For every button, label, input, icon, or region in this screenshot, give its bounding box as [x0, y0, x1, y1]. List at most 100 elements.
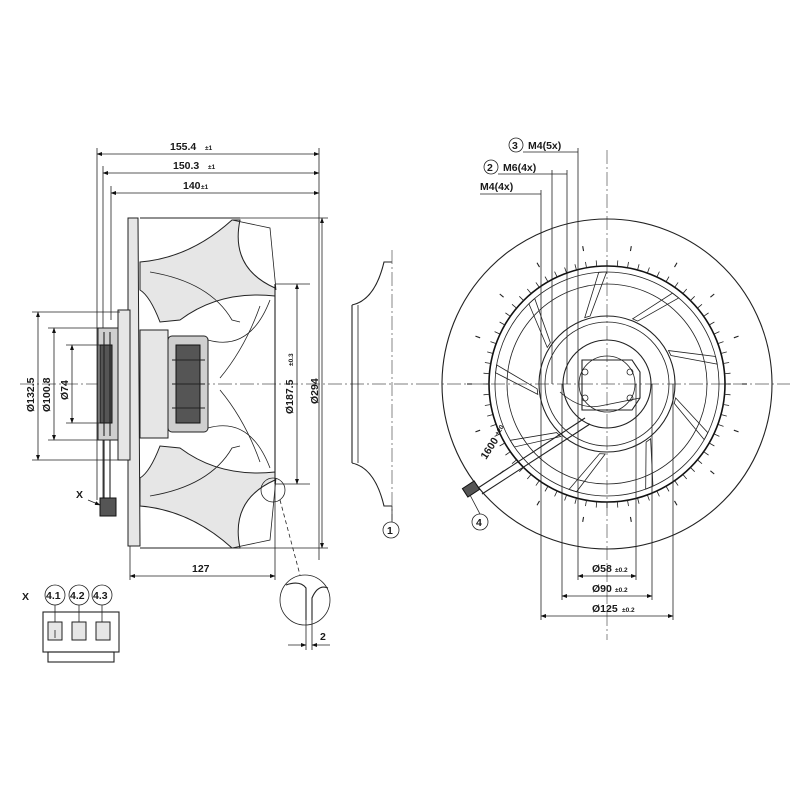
tick-mark: [490, 341, 497, 345]
tick-mark: [616, 501, 619, 508]
dim-2: 2: [320, 631, 326, 643]
svg-text:4.3: 4.3: [93, 590, 108, 602]
tick-mark: [682, 474, 688, 480]
svg-text:Ø294: Ø294: [309, 378, 321, 404]
rim-mark: [536, 500, 540, 506]
svg-text:Ø187.5: Ø187.5: [284, 379, 296, 414]
dim-90: Ø90 ±0.2: [561, 583, 653, 598]
dim-140: 140 ±1: [110, 180, 320, 195]
tick-mark: [616, 260, 619, 267]
callout-4-1: 4.1: [44, 584, 66, 622]
front-blade: [673, 397, 709, 441]
tick-mark: [564, 494, 568, 501]
callout-4-3: 4.3: [91, 584, 113, 622]
dim-100-8: Ø100.8: [41, 327, 56, 441]
svg-text:±1: ±1: [208, 164, 216, 171]
tick-mark: [511, 459, 517, 465]
front-blade: [568, 453, 606, 493]
dim-74: Ø74: [59, 344, 74, 424]
tick-mark: [526, 474, 532, 480]
svg-text:±0.2: ±0.2: [615, 587, 628, 594]
tick-mark: [724, 393, 731, 396]
dim-58: Ø58 ±0.2: [577, 563, 637, 578]
svg-text:4.2: 4.2: [70, 590, 85, 602]
tick-mark: [564, 267, 568, 274]
front-blade: [509, 432, 562, 448]
rim-mark: [475, 335, 481, 339]
tick-mark: [708, 442, 715, 447]
tick-mark: [697, 303, 703, 309]
tick-mark: [717, 423, 724, 427]
thread-m6-4x: M6(4x): [503, 162, 536, 174]
callout-4: 4: [469, 494, 489, 531]
detail-marker: [260, 477, 286, 503]
callout-3: 3 M4(5x): [508, 137, 578, 153]
dim-125: Ø125 ±0.2: [540, 603, 674, 618]
svg-text:Ø74: Ø74: [59, 380, 71, 400]
dim-cable-length: 1600 +20: [478, 424, 505, 462]
tick-mark: [724, 372, 731, 375]
svg-text:1600: 1600: [478, 435, 501, 461]
svg-text:2: 2: [487, 162, 493, 174]
tick-mark: [720, 414, 727, 417]
rim-mark: [710, 470, 715, 475]
connector-detail: X 4.1 4.2 4.3: [22, 584, 120, 663]
tick-mark: [723, 362, 730, 364]
rim-mark: [674, 500, 678, 506]
tick-mark: [519, 296, 524, 301]
tick-mark: [535, 282, 540, 288]
tick-mark: [505, 312, 511, 317]
motor-body: [139, 329, 169, 439]
tick-mark: [574, 264, 577, 271]
impeller-blade-lower: [139, 445, 276, 549]
dim-155-4: 155.4 ±1: [96, 141, 320, 156]
tick-mark: [690, 296, 695, 301]
tick-mark: [674, 282, 679, 288]
tick-mark: [637, 264, 640, 271]
svg-text:4: 4: [476, 517, 482, 529]
tick-mark: [483, 393, 490, 396]
rim-mark: [582, 516, 585, 522]
blade-ticks: [467, 246, 747, 522]
rim-mark: [582, 246, 585, 252]
tick-mark: [484, 404, 491, 406]
tick-mark: [595, 260, 598, 267]
motor-outline: [538, 315, 676, 453]
tick-mark: [574, 497, 577, 504]
svg-text:M4(4x): M4(4x): [480, 181, 513, 193]
motor-flange: [117, 309, 131, 461]
svg-text:4.1: 4.1: [46, 590, 61, 602]
inlet-ring: 1: [351, 250, 400, 539]
tick-mark: [708, 321, 715, 326]
tick-mark: [554, 490, 558, 497]
tick-mark: [682, 288, 688, 294]
tick-mark: [535, 480, 540, 486]
dim-127: 127: [129, 563, 276, 578]
front-view: 1600 +20 4 3 M4(5x) 2 M6(4x) M4(4x): [425, 137, 790, 640]
rim-mark: [674, 262, 678, 268]
tick-mark: [713, 331, 720, 335]
svg-text:Ø132.5: Ø132.5: [25, 377, 37, 412]
motor-hub: [99, 344, 113, 424]
tick-mark: [717, 341, 724, 345]
tick-mark: [526, 288, 532, 294]
tick-mark: [499, 321, 506, 326]
tick-mark: [511, 303, 517, 309]
tick-mark: [646, 494, 650, 501]
dim-132-5: Ø132.5: [25, 311, 40, 461]
rim-mark: [475, 429, 481, 433]
front-blade: [667, 350, 718, 365]
tick-mark: [703, 451, 709, 456]
callout-1: [382, 521, 400, 539]
hub-plate: [581, 359, 641, 411]
tick-mark: [494, 433, 501, 437]
svg-text:Ø125: Ø125: [592, 603, 618, 615]
svg-text:Ø90: Ø90: [592, 583, 612, 595]
tick-mark: [690, 467, 695, 472]
tick-mark: [723, 404, 730, 406]
view-x-label: X: [76, 489, 83, 501]
connector-x: [99, 497, 117, 517]
rim-mark: [710, 293, 715, 298]
dim-187-5: Ø187.5 ±0.3: [284, 283, 299, 485]
